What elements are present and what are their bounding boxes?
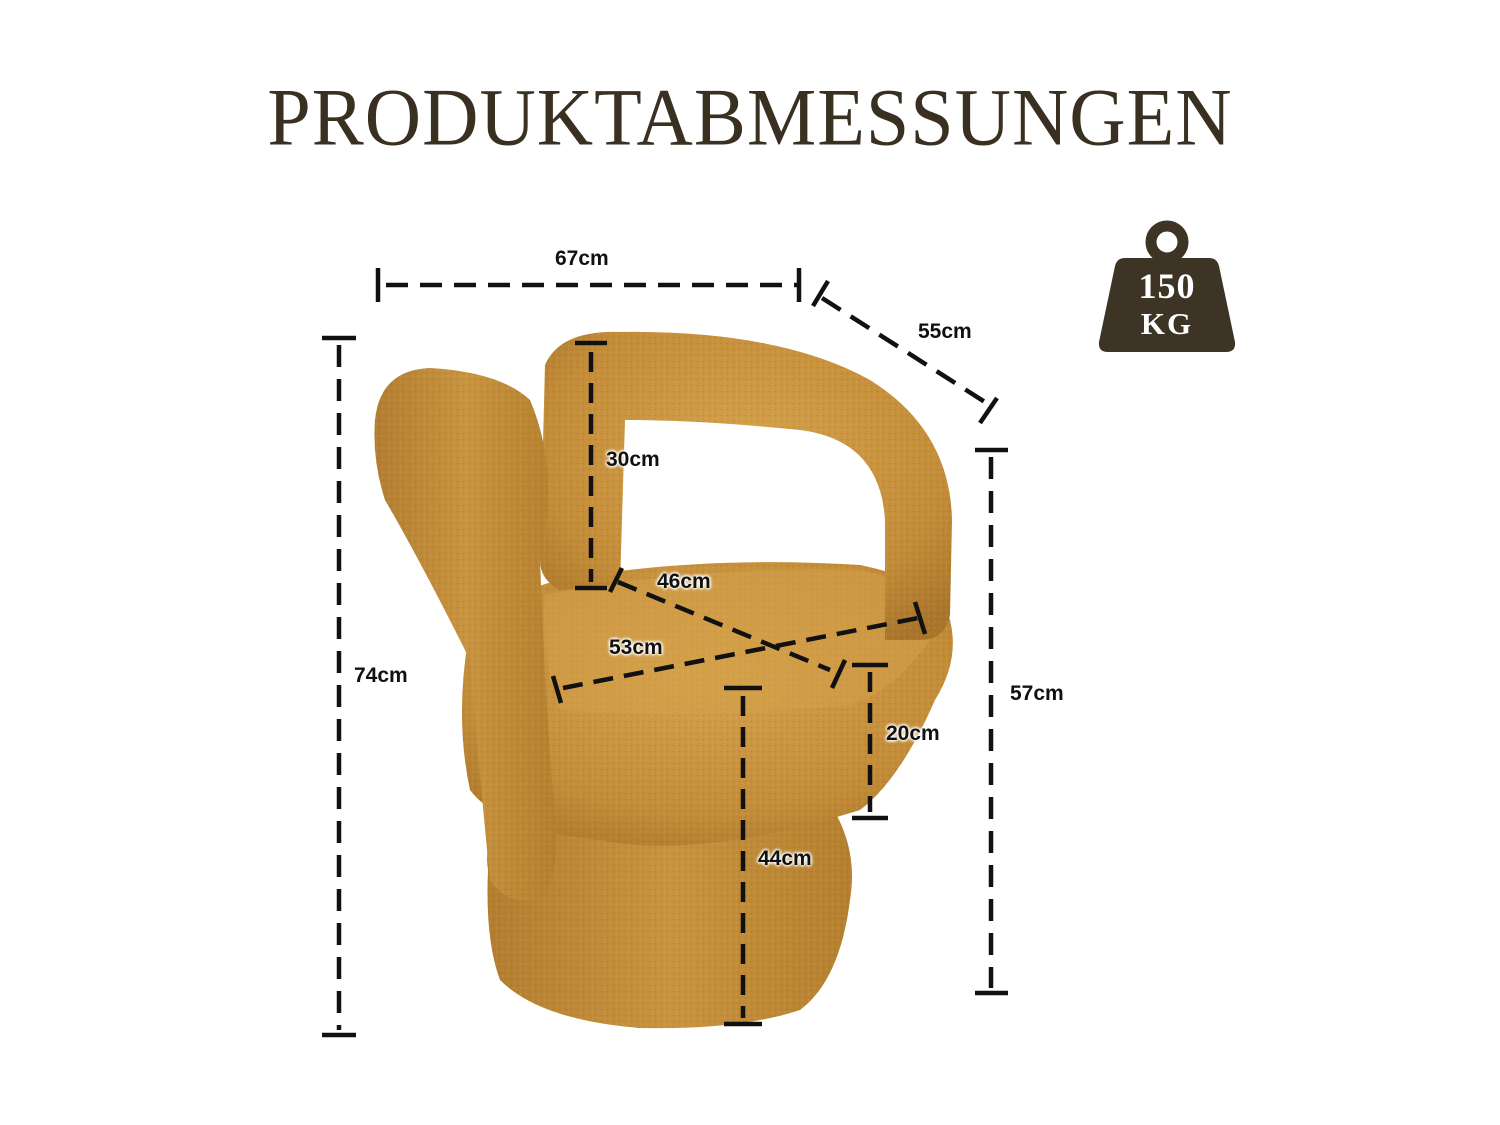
armrest-height-label: 57cm bbox=[1010, 682, 1064, 705]
chair-illustration bbox=[374, 331, 953, 1029]
weight-value: 150 bbox=[1138, 266, 1196, 306]
backrest-height-label: 30cm bbox=[606, 448, 660, 471]
seat-depth-label: 46cm bbox=[657, 570, 711, 593]
seat-height-label: 44cm bbox=[758, 847, 812, 870]
seat-width-label: 53cm bbox=[609, 636, 663, 659]
total-height-label: 74cm bbox=[354, 664, 408, 687]
dimension-lines bbox=[322, 268, 1008, 1038]
width-label: 67cm bbox=[555, 247, 609, 270]
weight-icon bbox=[1098, 220, 1236, 352]
weight-unit: KG bbox=[1140, 306, 1194, 341]
depth-label: 55cm bbox=[918, 320, 972, 343]
page-title: PRODUKTABMESSUNGEN bbox=[267, 70, 1233, 163]
cushion-thickness-label: 20cm bbox=[886, 722, 940, 745]
